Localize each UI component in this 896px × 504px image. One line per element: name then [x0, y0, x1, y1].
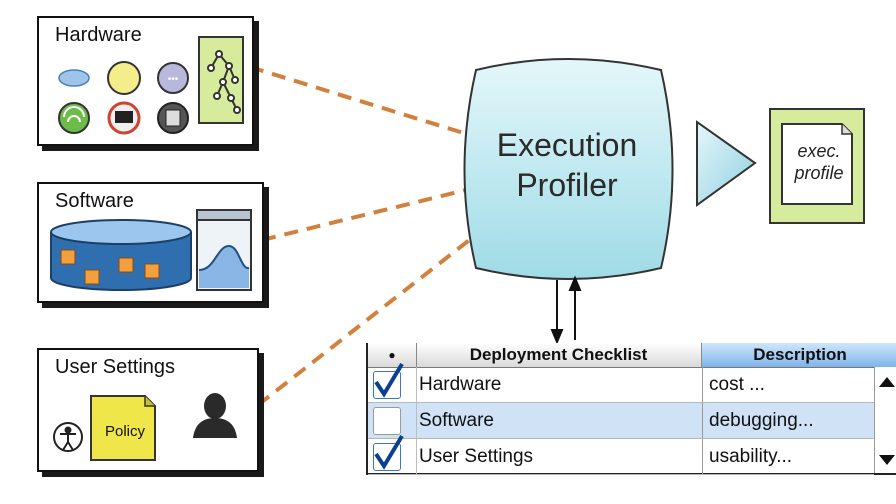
cloud-icon [58, 69, 90, 87]
row-description: cost ... [702, 367, 879, 402]
accessibility-icon [53, 422, 83, 452]
user-settings-title: User Settings [55, 356, 176, 378]
topology-icon [207, 50, 241, 114]
database-icon [50, 219, 192, 291]
row-description: debugging... [702, 403, 879, 438]
description-column-header[interactable]: Description [702, 343, 896, 367]
execution-profiler-label: Execution Profiler [462, 125, 672, 205]
software-icons [50, 209, 252, 291]
row-description: usability... [702, 439, 879, 474]
row-name: Software [416, 403, 701, 438]
scroll-up-icon[interactable] [879, 377, 895, 387]
policy-label: Policy [104, 423, 145, 440]
profiler-label-line2: Profiler [516, 167, 618, 203]
row-name: Hardware [416, 367, 701, 402]
hardware-icons: ••• [58, 36, 244, 135]
globe-icon [107, 61, 141, 95]
hardware-title: Hardware [55, 24, 142, 46]
table-scrollbar[interactable] [874, 367, 896, 473]
checkmark-icon [374, 434, 404, 470]
network-node-icon [157, 62, 189, 94]
table-row[interactable]: User Settings usability... [368, 434, 874, 475]
hardware-panel: Hardware ••• [37, 16, 254, 146]
user-silhouette-icon [193, 393, 237, 438]
user-settings-icons [53, 393, 237, 461]
deployment-checklist-header[interactable]: Deployment Checklist [416, 343, 702, 367]
software-title: Software [55, 190, 134, 212]
profiler-checklist-arrows [550, 275, 582, 345]
exec-profile-document [781, 123, 853, 205]
svg-text:•••: ••• [168, 74, 179, 85]
hardware-connector [249, 65, 471, 137]
table-row[interactable]: Software debugging... [368, 403, 874, 439]
exec-profile-line2: profile [794, 163, 844, 183]
checkmark-icon [374, 362, 404, 398]
deployment-checklist-table: ● Deployment Checklist Description Hardw… [366, 343, 896, 475]
row-name: User Settings [416, 439, 701, 474]
table-row[interactable]: Hardware cost ... [368, 362, 874, 403]
bullet-column-header[interactable]: ● [368, 343, 417, 367]
execution-profiler-shape [463, 58, 674, 280]
scroll-down-icon[interactable] [879, 455, 895, 465]
exec-profile-label: exec. profile [786, 140, 852, 184]
user-settings-panel: User Settings [37, 348, 259, 472]
row-checkbox[interactable] [373, 434, 404, 471]
output-arrow-triangle [696, 120, 757, 207]
row-checkbox[interactable] [373, 407, 401, 435]
checklist-header: ● Deployment Checklist Description [368, 343, 896, 368]
software-connector [261, 188, 467, 242]
software-panel: Software [37, 182, 264, 303]
exec-profile-line1: exec. [797, 141, 841, 161]
policy-document-icon [90, 395, 156, 461]
waveform-window-icon [196, 209, 252, 291]
profiler-label-line1: Execution [496, 127, 638, 163]
row-checkbox[interactable] [373, 362, 404, 399]
